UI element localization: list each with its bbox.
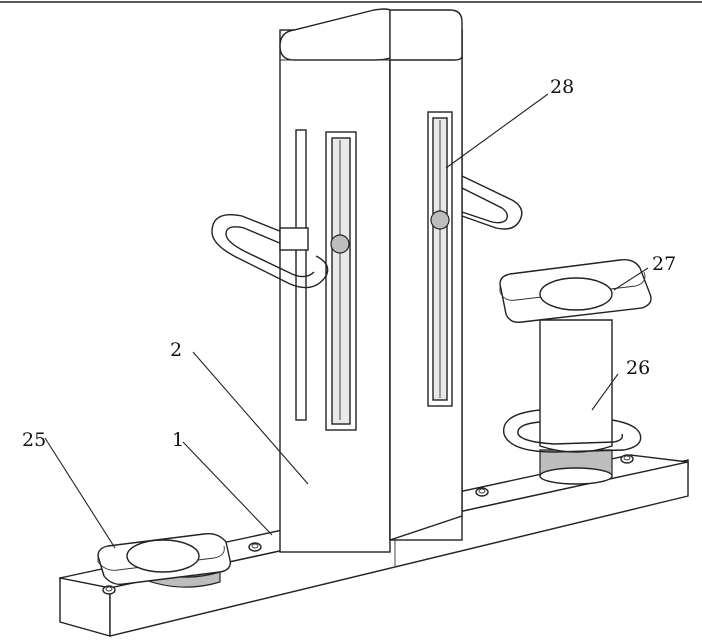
right-cap bbox=[389, 9, 463, 61]
leader-26 bbox=[591, 373, 619, 411]
label-25: 25 bbox=[22, 429, 46, 451]
left-rack bbox=[331, 137, 351, 425]
label-27: 27 bbox=[652, 253, 676, 275]
post-cylinder bbox=[539, 319, 613, 453]
left-gear bbox=[330, 234, 350, 254]
right-post bbox=[499, 258, 652, 485]
left-side-slot bbox=[295, 129, 307, 421]
leader-lines bbox=[44, 93, 649, 549]
right-handle bbox=[461, 175, 523, 230]
base-left-end bbox=[59, 577, 111, 637]
leader-27 bbox=[613, 267, 649, 291]
base-front-face bbox=[109, 461, 689, 637]
label-26: 26 bbox=[626, 357, 650, 379]
left-handle-block bbox=[279, 227, 309, 251]
left-foot-pad bbox=[97, 532, 231, 588]
leader-28 bbox=[445, 93, 549, 169]
left-handle bbox=[211, 214, 329, 289]
label-28: 28 bbox=[550, 76, 574, 98]
label-2: 2 bbox=[170, 339, 182, 361]
left-cap bbox=[279, 8, 391, 61]
leader-1 bbox=[182, 441, 273, 536]
base-bolts bbox=[102, 454, 634, 595]
column-assembly bbox=[279, 8, 463, 553]
post-ring-handle bbox=[502, 409, 642, 453]
leader-25 bbox=[44, 437, 116, 549]
leader-2 bbox=[192, 351, 309, 485]
right-gear bbox=[430, 210, 450, 230]
label-1: 1 bbox=[172, 429, 184, 451]
